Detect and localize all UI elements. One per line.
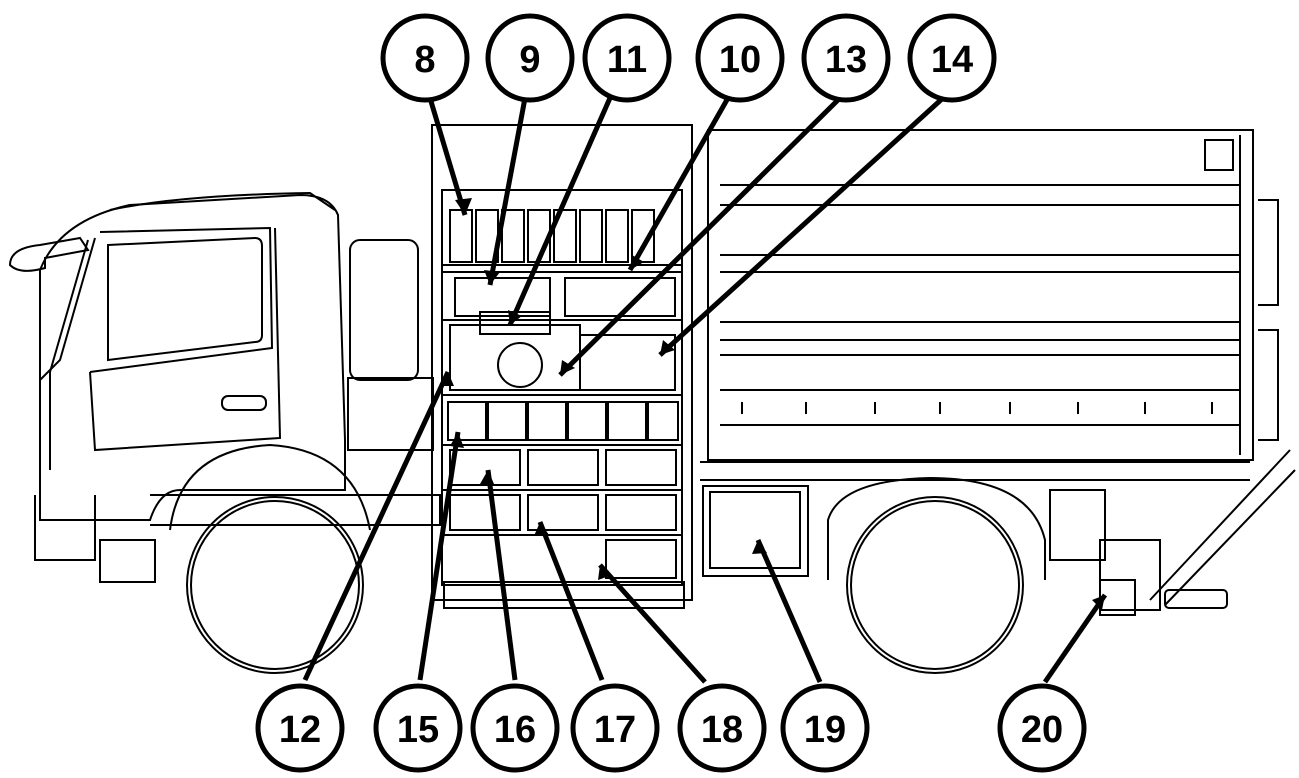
callout-13: 13 xyxy=(801,13,891,103)
bumper xyxy=(34,495,96,561)
cab-outline xyxy=(39,193,346,521)
callout-8: 8 xyxy=(380,13,470,103)
front-wheel xyxy=(186,496,364,674)
cabinet-drawers xyxy=(442,401,682,579)
rear-nozzle xyxy=(1164,589,1228,609)
callout-8-label: 8 xyxy=(414,39,435,81)
side-storage-box-inner xyxy=(709,491,801,569)
front-pillar xyxy=(49,239,89,470)
leader-17 xyxy=(537,521,605,681)
callout-16-label: 16 xyxy=(494,709,536,751)
front-wheel-arch xyxy=(169,443,371,531)
callout-9: 9 xyxy=(485,13,575,103)
callout-12-label: 12 xyxy=(279,709,321,751)
cabinet-reel xyxy=(497,342,543,388)
leader-14 xyxy=(658,96,945,357)
leader-18 xyxy=(598,563,707,684)
leader-15 xyxy=(417,431,461,681)
front-wheel-inner xyxy=(190,500,360,670)
callout-19: 19 xyxy=(780,683,870,773)
leader-11 xyxy=(507,96,613,327)
rear-wheel xyxy=(846,496,1024,674)
truck-drawing xyxy=(8,124,1296,674)
top-shelf-canisters xyxy=(449,209,655,263)
callout-17: 17 xyxy=(570,683,660,773)
windshield xyxy=(39,237,96,381)
rear-cab-tank xyxy=(349,239,419,381)
callout-14: 14 xyxy=(907,13,997,103)
callout-11: 11 xyxy=(582,13,672,103)
cab-roof xyxy=(109,191,336,211)
cab-step xyxy=(99,539,156,583)
callout-18-label: 18 xyxy=(701,709,743,751)
leader-10 xyxy=(627,96,731,272)
leader-9 xyxy=(487,97,528,286)
callout-16: 16 xyxy=(470,683,560,773)
callout-19-label: 19 xyxy=(804,709,846,751)
leader-13 xyxy=(558,96,842,377)
rear-boom xyxy=(1149,449,1296,606)
rear-unit xyxy=(1049,489,1106,561)
door xyxy=(89,227,282,452)
rear-hinge-2 xyxy=(1258,329,1279,441)
leader-20 xyxy=(1042,593,1108,684)
callout-9-label: 9 xyxy=(519,39,540,81)
battery-box xyxy=(347,377,434,451)
leader-12 xyxy=(302,370,451,682)
callout-10: 10 xyxy=(695,13,785,103)
cabinet-outline xyxy=(431,124,693,601)
callout-13-label: 13 xyxy=(825,39,867,81)
callout-15: 15 xyxy=(373,683,463,773)
callout-17-label: 17 xyxy=(594,709,636,751)
leader-19 xyxy=(755,538,823,684)
cabinet-box-a xyxy=(454,277,551,317)
mirror xyxy=(8,236,90,272)
side-window xyxy=(107,236,263,362)
rear-wheel-arch xyxy=(827,476,1046,580)
chassis-frame-front xyxy=(150,494,441,526)
leader-8 xyxy=(427,97,468,216)
body-rivets xyxy=(741,402,1213,414)
callout-14-label: 14 xyxy=(931,39,973,81)
callout-11-label: 11 xyxy=(607,39,647,81)
rear-wheel-inner xyxy=(850,500,1020,670)
body-corner-panel xyxy=(1204,139,1234,171)
rear-spreader xyxy=(1099,539,1161,611)
leader-16 xyxy=(485,469,518,681)
rear-body xyxy=(707,129,1254,461)
callout-15-label: 15 xyxy=(397,709,439,751)
callout-20-label: 20 xyxy=(1021,709,1063,751)
rear-hinge-1 xyxy=(1258,199,1279,306)
callouts: 8 9 11 10 13 14 12 15 xyxy=(255,13,1087,773)
leader-arrowheads xyxy=(440,198,1105,610)
side-storage-box xyxy=(702,485,809,577)
callout-10-label: 10 xyxy=(719,39,761,81)
cabinet-inner xyxy=(441,189,683,586)
callout-12: 12 xyxy=(255,683,345,773)
cabinet-box-b xyxy=(564,277,676,317)
callout-20: 20 xyxy=(997,683,1087,773)
cabinet-box-d xyxy=(579,334,676,391)
window-frame xyxy=(89,226,274,373)
body-rails xyxy=(720,184,1240,426)
door-handle xyxy=(221,395,267,411)
leader-lines xyxy=(302,96,1108,684)
callout-18: 18 xyxy=(677,683,767,773)
